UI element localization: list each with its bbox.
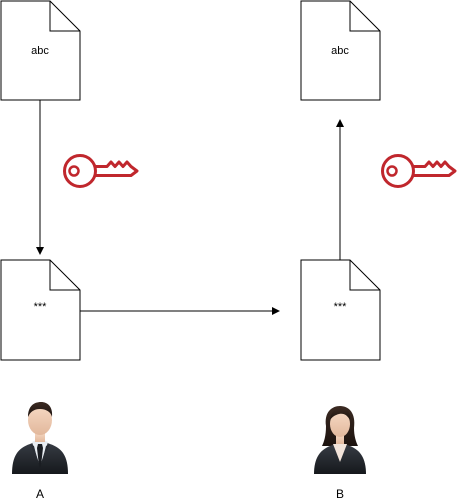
document-text: abc [331,45,349,57]
businesswoman-icon [314,406,366,474]
document-text: *** [334,301,348,313]
document-text: abc [31,45,49,57]
encrypt-arrow [36,100,44,255]
key-icon [63,154,139,188]
key-icon [381,154,457,188]
encrypted-document-left: *** [0,259,81,361]
person-label-b: B [336,487,344,501]
businessman-icon [12,402,68,474]
plaintext-document-left: abc [0,0,81,101]
plaintext-document-right: abc [300,0,381,101]
decrypt-arrow [336,119,344,260]
transfer-arrow [80,307,280,315]
person-label-a: A [36,487,44,501]
encrypted-document-right: *** [300,259,381,361]
document-text: *** [34,301,48,313]
